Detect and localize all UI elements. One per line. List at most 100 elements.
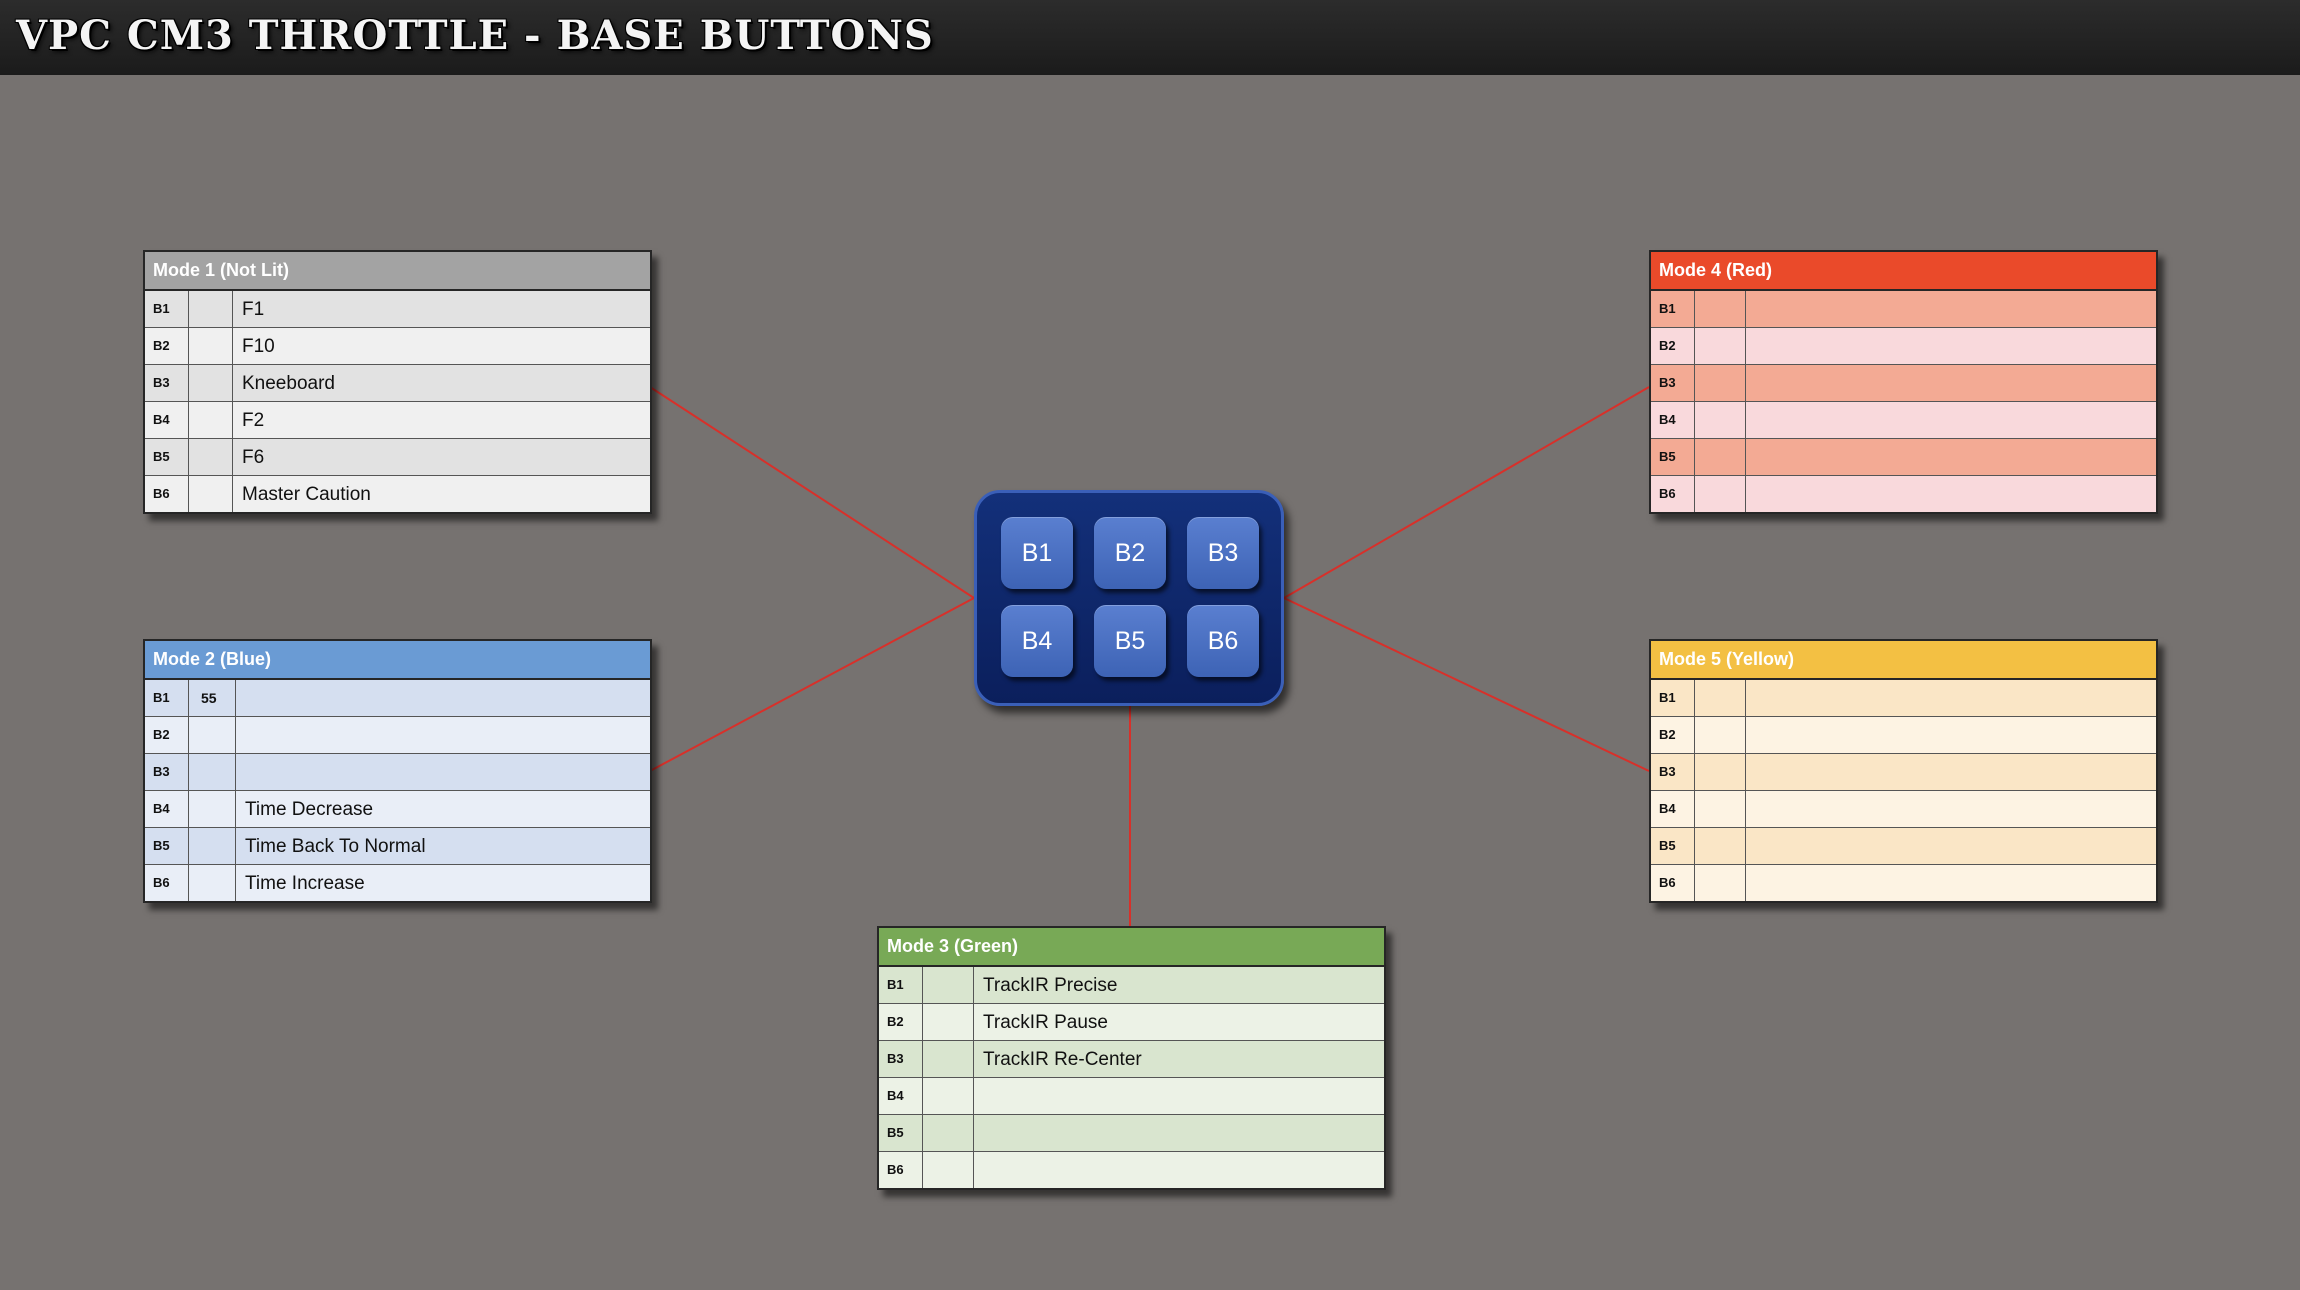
mode-row-b6: B6 [879, 1151, 1384, 1188]
mode-row-b2: B2 TrackIR Pause [879, 1003, 1384, 1040]
connector-mode-4 [1283, 386, 1650, 599]
action-cell: F10 [242, 336, 275, 357]
button-id-cell: B4 [145, 402, 189, 438]
code-cell [189, 328, 233, 364]
code-cell [189, 865, 236, 901]
action-cell: Time Back To Normal [245, 836, 426, 857]
action-cell [236, 754, 650, 790]
mode-row-b3: B3 [145, 753, 650, 790]
mode-row-b2: B2 [145, 716, 650, 753]
code-cell [923, 1041, 974, 1077]
connector-mode-1 [649, 386, 975, 599]
action-cell [1746, 439, 2156, 475]
action-cell [1746, 291, 2156, 327]
button-id-cell: B4 [145, 791, 189, 827]
code-cell [189, 754, 236, 790]
action-cell [1746, 476, 2156, 512]
mode-row-b1: B1 [1651, 680, 2156, 716]
code-cell [923, 1152, 974, 1188]
code-cell [189, 476, 233, 512]
button-id-cell: B2 [1651, 328, 1695, 364]
button-id-cell: B3 [1651, 754, 1695, 790]
code-cell [189, 291, 233, 327]
mode-row-b4: B4 [879, 1077, 1384, 1114]
code-cell [189, 791, 236, 827]
code-cell [1695, 476, 1746, 512]
action-cell: Master Caution [242, 484, 371, 505]
button-id-cell: B2 [1651, 717, 1695, 753]
mode-row-b3: B3 [1651, 364, 2156, 401]
mode-row-b3: B3 [1651, 753, 2156, 790]
mode-title: Mode 1 (Not Lit) [145, 252, 650, 291]
code-cell [1695, 754, 1746, 790]
code-cell [189, 439, 233, 475]
button-id-cell: B1 [145, 291, 189, 327]
mode-row-b1: B1 F1 [145, 291, 650, 327]
code-cell [1695, 402, 1746, 438]
code-cell [189, 365, 233, 401]
device-button-b3[interactable]: B3 [1187, 517, 1259, 589]
button-id-cell: B6 [145, 476, 189, 512]
action-cell: Time Decrease [245, 799, 374, 820]
mode-row-b6: B6 [1651, 864, 2156, 901]
code-cell [923, 1115, 974, 1151]
code-cell [1695, 328, 1746, 364]
button-id-cell: B6 [1651, 476, 1695, 512]
device-button-b1[interactable]: B1 [1001, 517, 1073, 589]
device-button-b4[interactable]: B4 [1001, 605, 1073, 677]
mode-row-b6: B6 [1651, 475, 2156, 512]
code-cell [189, 828, 236, 864]
button-id-cell: B3 [145, 365, 189, 401]
mode-row-b4: B4 [1651, 790, 2156, 827]
code-cell [923, 1078, 974, 1114]
action-cell: F1 [242, 299, 265, 320]
action-cell [1746, 754, 2156, 790]
mode-row-b5: B5 [879, 1114, 1384, 1151]
button-id-cell: B5 [1651, 439, 1695, 475]
button-id-cell: B1 [145, 680, 189, 716]
action-cell [236, 717, 650, 753]
mode-row-b4: B4 Time Decrease [145, 790, 650, 827]
action-cell: TrackIR Pause [983, 1012, 1108, 1033]
page-title: VPC CM3 THROTTLE - BASE BUTTONS [16, 12, 934, 59]
button-id-cell: B1 [879, 967, 923, 1003]
mode-row-b5: B5 [1651, 438, 2156, 475]
button-id-cell: B2 [145, 717, 189, 753]
mode-row-b4: B4 [1651, 401, 2156, 438]
button-id-cell: B5 [879, 1115, 923, 1151]
code-cell [923, 1004, 974, 1040]
code-cell [1695, 717, 1746, 753]
mode-row-b2: B2 [1651, 716, 2156, 753]
code-cell: 55 [189, 680, 236, 716]
device-button-b5[interactable]: B5 [1094, 605, 1166, 677]
button-id-cell: B5 [1651, 828, 1695, 864]
action-cell: TrackIR Re-Center [983, 1049, 1142, 1070]
throttle-button-panel: B1 B2 B3 B4 B5 B6 [974, 490, 1284, 706]
action-cell [974, 1152, 1384, 1188]
code-cell [1695, 791, 1746, 827]
device-button-b6[interactable]: B6 [1187, 605, 1259, 677]
button-id-cell: B3 [879, 1041, 923, 1077]
button-id-cell: B1 [1651, 680, 1695, 716]
mode-row-b1: B1 [1651, 291, 2156, 327]
action-cell [1746, 680, 2156, 716]
connector-mode-2 [649, 597, 975, 772]
mode-title: Mode 3 (Green) [879, 928, 1384, 967]
mode-row-b6: B6 Master Caution [145, 475, 650, 512]
button-id-cell: B2 [145, 328, 189, 364]
code-cell [189, 402, 233, 438]
action-cell: Time Increase [245, 873, 365, 894]
action-cell [236, 680, 650, 716]
button-id-cell: B4 [1651, 791, 1695, 827]
device-button-b2[interactable]: B2 [1094, 517, 1166, 589]
action-cell [974, 1115, 1384, 1151]
action-cell [1746, 402, 2156, 438]
button-id-cell: B2 [879, 1004, 923, 1040]
